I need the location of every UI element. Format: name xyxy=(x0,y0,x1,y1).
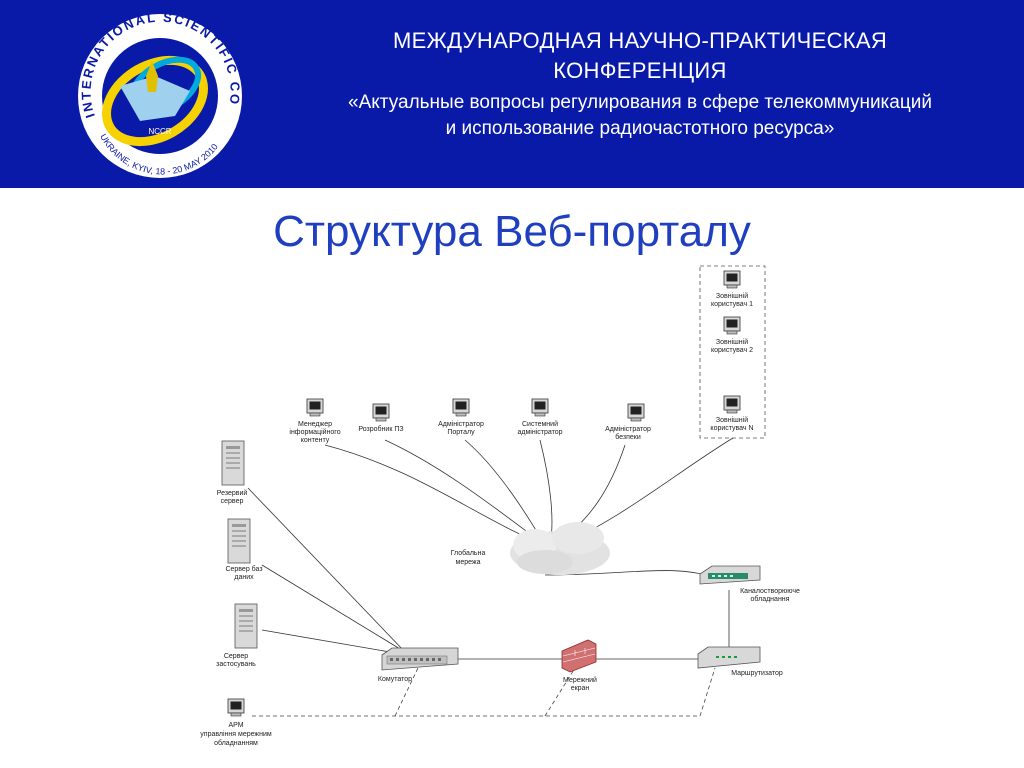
switch-label: Комутатор xyxy=(378,676,412,683)
backup-server xyxy=(221,440,245,486)
conference-line2: КОНФЕРЕНЦИЯ xyxy=(553,58,727,83)
content-manager-label-3: контенту xyxy=(301,437,330,444)
conference-heading: МЕЖДУНАРОДНАЯ НАУЧНО-ПРАКТИЧЕСКАЯ КОНФЕР… xyxy=(270,26,1010,142)
workstation-label-1: АРМ xyxy=(228,722,243,729)
security-admin-label-2: безпеки xyxy=(615,433,641,441)
external-user-1 xyxy=(723,270,741,289)
external-user-1-label-2: користувач 1 xyxy=(711,301,753,308)
logo-center-text: NCCR xyxy=(148,127,171,136)
link-developer-cloud xyxy=(384,439,546,546)
management-workstation xyxy=(227,698,245,717)
application-server-label-2: застосувань xyxy=(216,661,256,668)
topic-line2: и использование радиочастотного ресурса» xyxy=(445,118,835,139)
portal-admin-pc xyxy=(452,398,470,417)
cloud-label-1: Глобальна xyxy=(451,549,486,557)
link-mgmt-switch xyxy=(394,667,419,717)
external-user-n xyxy=(723,395,741,414)
database-server-label-1: Сервер баз xyxy=(225,565,262,573)
sysadmin-label-1: Системний xyxy=(522,420,558,428)
link-cloud-channel xyxy=(544,570,706,576)
firewall xyxy=(561,639,597,673)
management-links xyxy=(252,667,716,717)
sysadmin-pc xyxy=(531,398,549,417)
portal-admin-label-2: Порталу xyxy=(447,429,475,436)
channel-equipment xyxy=(699,565,761,585)
cloud-label-2: мережа xyxy=(456,559,481,566)
developer-pc xyxy=(372,403,390,422)
sysadmin-label-2: адміністратор xyxy=(517,428,562,436)
database-server-label-2: даних xyxy=(234,574,254,581)
link-backup-switch xyxy=(247,487,406,653)
database-server xyxy=(227,518,251,564)
security-admin-pc xyxy=(627,403,645,422)
external-user-n-label-1: Зовнішній xyxy=(716,416,748,424)
conference-header: NCCR INTERNATIONAL SCIENTIFIC CONFERENCE… xyxy=(0,0,1024,188)
channel-equipment-label-1: Каналостворююче xyxy=(740,588,800,595)
portal-admin-label-1: Адміністратор xyxy=(438,420,484,428)
conference-line1: МЕЖДУНАРОДНАЯ НАУЧНО-ПРАКТИЧЕСКАЯ xyxy=(392,28,888,53)
application-server-label-1: Сервер xyxy=(224,653,248,660)
link-mgmt-router xyxy=(699,667,716,717)
network-switch xyxy=(381,647,459,671)
server-links xyxy=(247,487,730,660)
link-sysadmin-cloud xyxy=(539,439,553,546)
external-user-1-label-1: Зовнішній xyxy=(716,292,748,300)
external-user-n-label-2: користувач N xyxy=(710,425,753,432)
content-manager-pc xyxy=(306,398,324,417)
router-label: Маршрутизатор xyxy=(731,670,783,677)
external-user-2-label-2: користувач 2 xyxy=(711,347,753,354)
link-db-switch xyxy=(261,564,406,653)
slide-title: Структура Веб-порталу xyxy=(273,207,751,256)
content-manager-label-1: Менеджер xyxy=(298,421,332,428)
workstation-label-2: управління мережним xyxy=(200,730,272,738)
developer-label: Розробник ПЗ xyxy=(358,425,403,433)
workstation-label-3: обладнанням xyxy=(214,739,258,747)
external-user-2-label-1: Зовнішній xyxy=(716,338,748,346)
application-server xyxy=(234,603,258,649)
external-user-2 xyxy=(723,316,741,335)
topic-line1: «Актуальные вопросы регулирования в сфер… xyxy=(348,92,932,113)
firewall-label-2: екран xyxy=(571,685,590,692)
security-admin-label-1: Адміністратор xyxy=(605,425,651,433)
firewall-label-1: Мережний xyxy=(563,676,597,684)
link-manager-cloud xyxy=(324,444,546,546)
conference-logo: NCCR INTERNATIONAL SCIENTIFIC CONFERENCE… xyxy=(60,6,242,178)
router xyxy=(697,646,761,669)
channel-equipment-label-2: обладнання xyxy=(751,595,790,603)
link-app-switch xyxy=(261,629,391,653)
content-manager-label-2: інформаційного xyxy=(289,428,340,436)
global-network-cloud: Глобальна мережа xyxy=(451,522,610,575)
backup-server-label-1: Резервий xyxy=(217,489,248,497)
backup-server-label-2: сервер xyxy=(221,498,244,505)
link-mgmt-firewall xyxy=(544,667,576,717)
